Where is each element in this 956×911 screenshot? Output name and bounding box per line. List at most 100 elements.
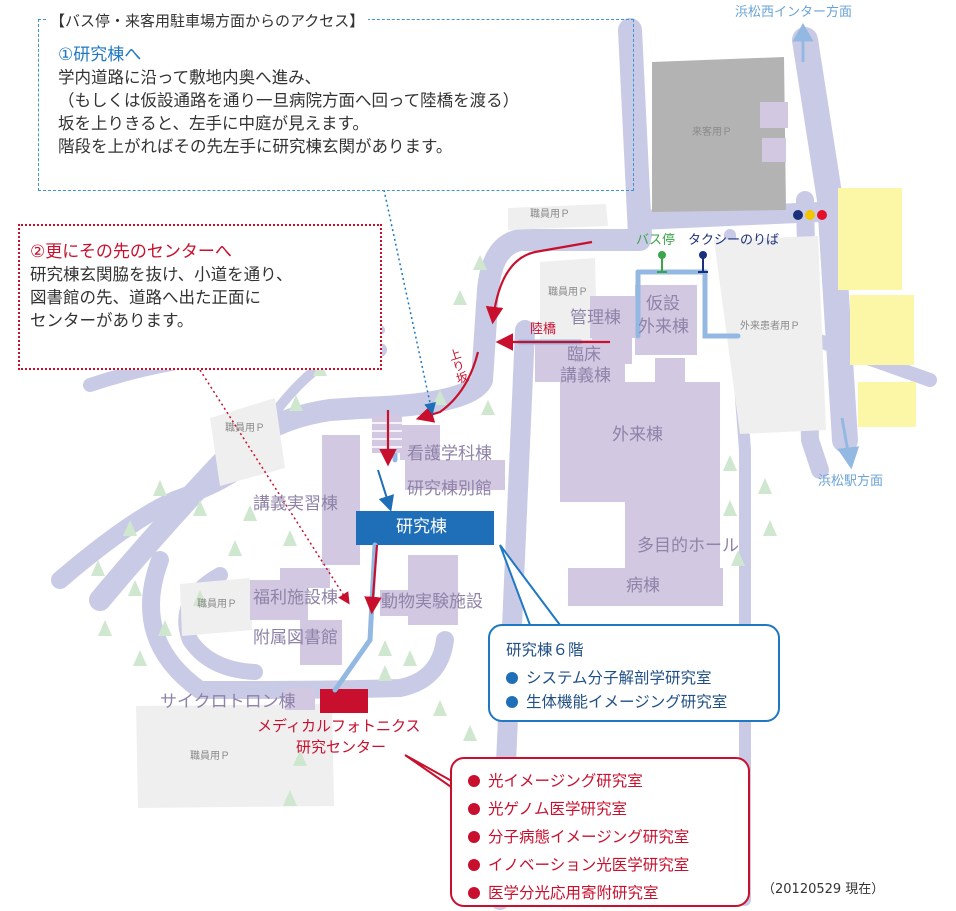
- ward-label: 病棟: [626, 576, 660, 596]
- staff-parking-middle-label: 職員用Ｐ: [548, 287, 588, 298]
- tree: [91, 560, 105, 576]
- yellow-lot-1: [838, 188, 902, 290]
- center-lab-item: 光ゲノム医学研究室: [468, 795, 732, 823]
- admin-building-label: 管理棟: [570, 308, 621, 328]
- trees: [91, 255, 777, 806]
- tree: [463, 725, 477, 741]
- nursing-building-label: 看護学科棟: [407, 444, 492, 464]
- yellow-lot-3: [858, 382, 916, 427]
- leader-blue-dotted: [383, 189, 436, 415]
- lecture-practice-shape: [322, 435, 360, 565]
- tree: [133, 650, 147, 666]
- step1-line: （もしくは仮設通路を通り一旦病院方面へ回って陸橋を渡る）: [58, 91, 520, 110]
- research-annex-shape: [405, 460, 505, 490]
- admin-building-shape: [590, 296, 635, 338]
- step1-block: ①研究棟へ 学内道路に沿って敷地内奥へ進み、 （もしくは仮設通路を通り一旦病院方…: [58, 44, 519, 158]
- tree: [153, 480, 167, 496]
- outpatient-main-shape: [560, 382, 720, 502]
- cyclotron-shape: [285, 688, 315, 710]
- welfare-building-label: 福利施設棟: [253, 588, 338, 608]
- step2-block: ②更にその先のセンターへ 研究棟玄関脇を抜け、小道を通り、 図書館の先、道路へ出…: [30, 241, 293, 332]
- tree: [193, 500, 207, 516]
- route-main-arrow: [485, 240, 593, 325]
- visitor-parking-label: 来客用Ｐ: [692, 127, 732, 138]
- multipurpose-shape: [625, 502, 720, 568]
- tree: [289, 395, 303, 411]
- research-lab-item: システム分子解剖学研究室: [506, 664, 762, 692]
- tree: [123, 520, 137, 536]
- leader-red-dotted: [199, 369, 350, 605]
- staff-parking-bottom-label: 職員用Ｐ: [190, 751, 230, 762]
- ward-shape: [568, 568, 723, 606]
- as-of-date: （20120529 現在）: [762, 882, 885, 897]
- step1-line: 坂を上りきると、左手に中庭が見えます。: [58, 114, 369, 133]
- tree: [293, 750, 307, 766]
- animal-facility-shape: [408, 555, 458, 625]
- tree: [283, 530, 297, 546]
- research-annex-label: 研究棟別館: [407, 479, 492, 499]
- welfare-wing: [280, 568, 330, 588]
- animal-facility-wing: [380, 590, 410, 616]
- nursing-shape: [400, 425, 440, 460]
- staff-parking-left-label: 職員用Ｐ: [225, 423, 265, 434]
- center-lab-item: 光イメージング研究室: [468, 767, 732, 795]
- center-labs-callout: 光イメージング研究室 光ゲノム医学研究室 分子病態イメージング研究室 イノベーシ…: [450, 757, 750, 907]
- walkway-bus-stop: [637, 269, 741, 339]
- arrow-up-icon: [792, 22, 814, 42]
- bullet-icon: [468, 775, 480, 787]
- tree: [228, 540, 242, 556]
- library-label: 附属図書館: [253, 628, 338, 648]
- bridge-label: 陸橋: [530, 322, 557, 337]
- yellow-lot-2: [850, 295, 914, 365]
- outpatient-parking-label: 外来患者用Ｐ: [740, 321, 800, 332]
- photonics-center-shape: [320, 689, 368, 713]
- outpatient-building-label: 外来棟: [612, 425, 663, 445]
- bullet-icon: [468, 831, 480, 843]
- arrow-down-icon: [837, 446, 860, 470]
- research-floor-callout: 研究棟６階 システム分子解剖学研究室 生体機能イメージング研究室: [488, 624, 780, 722]
- staff-parking-small: [180, 578, 252, 636]
- tree: [193, 590, 207, 606]
- tree: [453, 290, 467, 305]
- tree: [763, 520, 777, 536]
- center-lab-item: 医学分光応用寄附研究室: [468, 879, 732, 907]
- temp-outpatient-label-2: 外来棟: [638, 317, 689, 337]
- clinical-lecture-shape: [535, 340, 625, 382]
- tree: [723, 455, 737, 471]
- temp-outpatient-shape: [635, 285, 697, 355]
- walkway-south: [332, 542, 378, 693]
- step2-line: センターがあります。: [30, 311, 194, 330]
- buildings: [250, 102, 788, 710]
- tree: [98, 620, 112, 636]
- research-building-label: 研究棟: [396, 517, 447, 537]
- parking-lots: [136, 57, 826, 808]
- bullet-icon: [468, 859, 480, 871]
- small-block-1: [760, 102, 788, 128]
- access-heading: 【バス停・来客用駐車場方面からのアクセス】: [46, 10, 369, 31]
- bullet-icon: [506, 672, 518, 684]
- tree: [433, 700, 447, 716]
- tree: [433, 390, 447, 405]
- photonics-center-label-2: 研究センター: [296, 738, 387, 756]
- taxi-stop-marker-icon: [698, 251, 708, 273]
- route-arrows: [364, 240, 610, 615]
- staff-parking-middle: [540, 258, 597, 344]
- research-lab-item: 生体機能イメージング研究室: [506, 688, 762, 716]
- bullet-icon: [468, 803, 480, 815]
- direction-hamamatsu-nishi-ic: 浜松西インター方面: [735, 5, 853, 20]
- staff-parking-small-label: 職員用Ｐ: [197, 599, 237, 610]
- center-lab-item: イノベーション光医学研究室: [468, 851, 732, 879]
- direction-arrows: [792, 22, 860, 470]
- step1-line: 学内道路に沿って敷地内奥へ進み、: [58, 68, 322, 87]
- lecture-practice-label: 講義実習棟: [253, 494, 338, 514]
- tree: [758, 478, 772, 494]
- tree: [378, 640, 392, 656]
- step2-title: ②更にその先のセンターへ: [30, 242, 232, 262]
- multipurpose-hall-label: 多目的ホール: [637, 536, 739, 556]
- animal-facility-label: 動物実験施設: [381, 592, 483, 612]
- traffic-signal-icon: [793, 210, 827, 220]
- yellow-lots: [838, 188, 916, 427]
- tree: [243, 505, 257, 521]
- research-building-shape: [356, 511, 494, 545]
